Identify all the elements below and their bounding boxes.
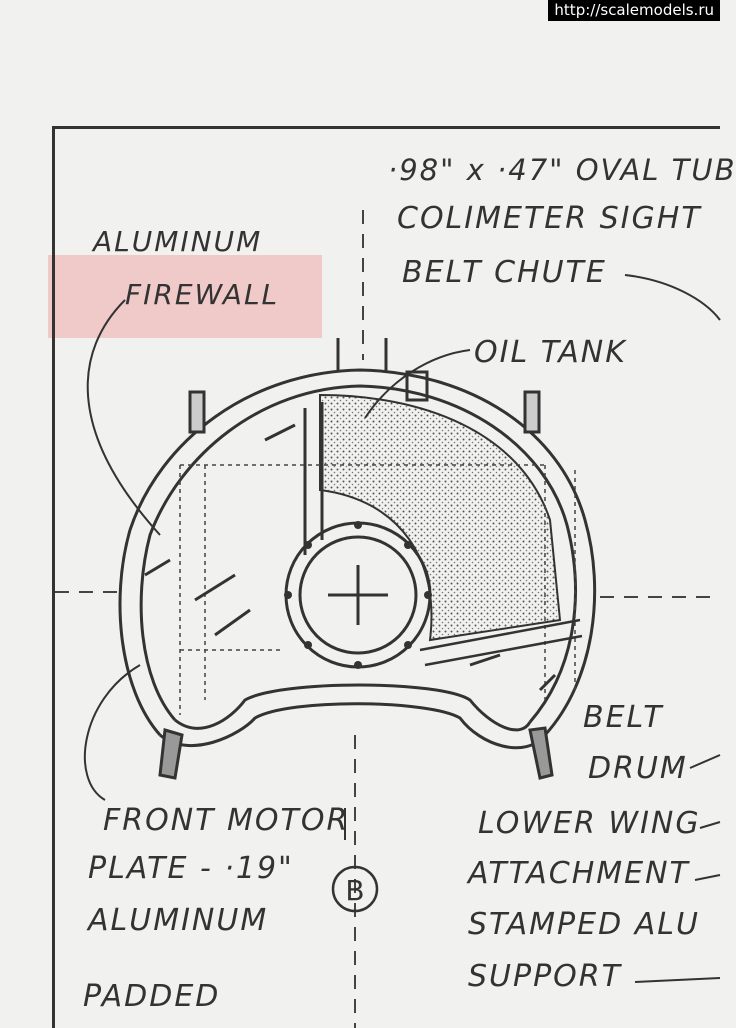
- leader-lines: [83, 274, 721, 983]
- frame-top-border: [52, 126, 720, 129]
- label-support: SUPPORT: [468, 959, 622, 994]
- label-front-motor: FRONT MOTOR: [103, 803, 350, 838]
- view-letter-circle: [331, 865, 379, 913]
- label-stamped: STAMPED ALU: [468, 907, 700, 942]
- label-belt: BELT: [583, 700, 664, 735]
- label-lower-wing: LOWER WING: [478, 806, 701, 841]
- oil-tank-stipple: [319, 393, 562, 642]
- label-padded: PADDED: [83, 979, 221, 1014]
- label-aluminum: ALUMINUM: [93, 225, 263, 258]
- attachment-feet: [158, 726, 554, 780]
- label-firewall: FIREWALL: [125, 278, 280, 311]
- label-attachment: ATTACHMENT: [468, 856, 690, 891]
- label-colimeter-sight: COLIMETER SIGHT: [397, 201, 702, 236]
- firewall-drawing: B: [55, 210, 721, 1028]
- label-drum: DRUM: [588, 751, 688, 786]
- hub-bolts: [284, 521, 432, 669]
- sketch-marks: [144, 423, 557, 692]
- label-belt-chute: BELT CHUTE: [402, 255, 607, 290]
- top-studs: [336, 338, 429, 402]
- label-oil-tank: OIL TANK: [474, 335, 627, 370]
- label-plate: PLATE - ·19": [88, 851, 294, 886]
- stamped-support: [419, 618, 583, 667]
- watermark-link[interactable]: http://scalemodels.ru: [548, 0, 720, 21]
- firewall-outline: [118, 368, 597, 750]
- frame-left-border: [52, 126, 55, 1028]
- label-aluminum-2: ALUMINUM: [88, 903, 269, 938]
- firewall-highlight: [48, 255, 322, 338]
- belt-chute-tube: [303, 402, 324, 555]
- center-lines: [55, 210, 720, 1028]
- label-oval-tube: ·98" x ·47" OVAL TUB: [388, 153, 736, 187]
- side-brackets: [188, 390, 541, 434]
- interior-dashes: [179, 464, 576, 715]
- view-letter: B: [345, 874, 364, 907]
